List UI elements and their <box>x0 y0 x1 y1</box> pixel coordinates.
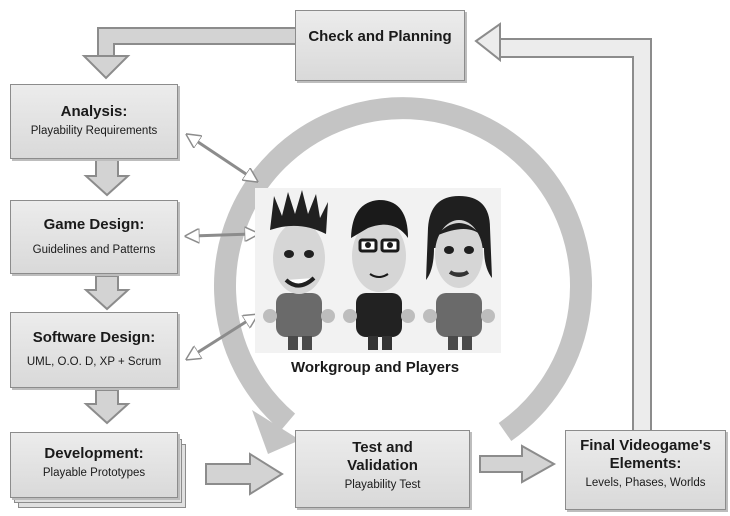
software-design-subtitle: UML, O.O. D, XP + Scrum <box>26 356 162 368</box>
feedback-arrow-head <box>474 22 501 63</box>
analysis-link <box>192 138 252 178</box>
final-elements-title: Final Videogame's Elements: <box>580 437 711 472</box>
check-and-planning-title: Check and Planning <box>308 28 452 45</box>
down-arrow-1 <box>83 159 131 197</box>
game-design-link <box>192 234 252 236</box>
cycle-arrow <box>213 97 592 441</box>
software-design-link <box>192 318 252 356</box>
test-and-validation-box: Test and Validation Playability Test <box>295 430 470 508</box>
analysis-box: Analysis: Playability Requirements <box>10 84 178 159</box>
dev-to-test-arrow <box>205 452 284 496</box>
test-and-validation-title: Test and Validation <box>347 439 418 474</box>
development-box: Development: Playable Prototypes <box>10 432 178 498</box>
development-title: Development: <box>44 445 144 462</box>
player-avatar-2 <box>343 200 415 350</box>
workgroup-caption: Workgroup and Players <box>291 359 460 376</box>
analysis-title: Analysis: <box>60 103 128 120</box>
game-design-title: Game Design: <box>43 216 145 233</box>
test-and-validation-subtitle: Playability Test <box>344 479 421 491</box>
game-design-subtitle: Guidelines and Patterns <box>32 244 156 256</box>
check-and-planning-box: Check and Planning <box>295 10 465 81</box>
down-arrow-2 <box>83 275 131 311</box>
player-avatar-1 <box>263 190 335 350</box>
final-elements-box: Final Videogame's Elements: Levels, Phas… <box>565 430 726 510</box>
cycle-arrow-head <box>252 410 300 454</box>
development-subtitle: Playable Prototypes <box>42 467 146 479</box>
test-to-final-arrow <box>479 444 557 484</box>
down-arrow-3 <box>83 389 131 425</box>
player-avatar-3 <box>423 196 495 350</box>
software-design-box: Software Design: UML, O.O. D, XP + Scrum <box>10 312 178 388</box>
game-design-box: Game Design: Guidelines and Patterns <box>10 200 178 274</box>
analysis-subtitle: Playability Requirements <box>30 125 158 137</box>
software-design-title: Software Design: <box>32 329 156 346</box>
final-elements-subtitle: Levels, Phases, Worlds <box>585 477 706 489</box>
